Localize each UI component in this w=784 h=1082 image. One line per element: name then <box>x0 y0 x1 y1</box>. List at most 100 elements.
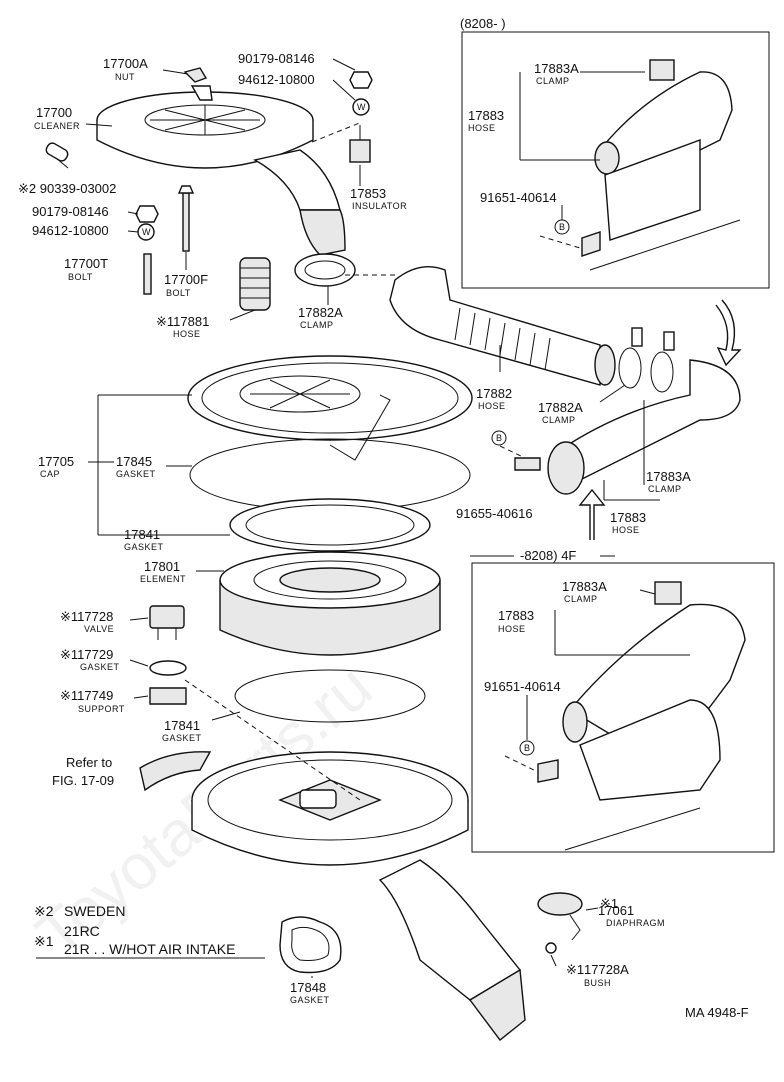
svg-text:※117729: ※117729 <box>60 647 113 662</box>
svg-text:※117749: ※117749 <box>60 688 113 703</box>
nut-90179-left <box>135 205 159 223</box>
gasket-17848 <box>279 916 342 974</box>
svg-text:17853: 17853 <box>350 186 386 201</box>
gasket-17729 <box>149 660 187 676</box>
part-label-91651-inset-top: 91651-40614 <box>480 190 557 205</box>
leader-lines <box>36 58 690 978</box>
inset-bottom-hose <box>537 581 746 851</box>
part-label-91655: 91655-40616 <box>456 506 533 521</box>
svg-text:BOLT: BOLT <box>68 272 93 282</box>
svg-text:17705: 17705 <box>38 454 74 469</box>
svg-text:BUSH: BUSH <box>584 978 611 988</box>
insulator-17853 <box>349 125 371 163</box>
svg-text:17728A: 17728A <box>584 962 629 977</box>
svg-text:※1: ※1 <box>600 896 618 911</box>
svg-text:VALVE: VALVE <box>84 624 114 634</box>
svg-text:NUT: NUT <box>115 72 135 82</box>
washer-94612-top: W <box>352 98 370 116</box>
bolt-17700F <box>177 185 195 252</box>
svg-text:91655-40616: 91655-40616 <box>456 506 533 521</box>
svg-text:GASKET: GASKET <box>80 662 120 672</box>
hose-17881 <box>239 257 271 311</box>
legend-mark-2: ※2 <box>34 903 54 919</box>
refer-arrow <box>139 751 212 792</box>
svg-text:91651-40614: 91651-40614 <box>484 679 561 694</box>
svg-text:BOLT: BOLT <box>166 288 191 298</box>
svg-text:GASKET: GASKET <box>124 542 164 552</box>
inset-bottom-frame <box>471 562 775 853</box>
svg-text:CLAMP: CLAMP <box>542 415 576 425</box>
svg-text:SUPPORT: SUPPORT <box>78 704 125 714</box>
svg-text:17883: 17883 <box>498 608 534 623</box>
hose-17883-middle <box>514 359 741 495</box>
diaphragm-17061 <box>537 892 583 941</box>
svg-text:17883A: 17883A <box>646 469 691 484</box>
part-label-94612-left: 94612-10800 <box>32 223 109 238</box>
inset-top-label: (8208- ) <box>460 16 506 31</box>
svg-text:17061: 17061 <box>598 903 634 918</box>
svg-text:17882A: 17882A <box>298 305 343 320</box>
svg-text:17841: 17841 <box>124 527 160 542</box>
svg-text:※2 90339-03002: ※2 90339-03002 <box>18 181 116 196</box>
svg-text:17841: 17841 <box>164 718 200 733</box>
svg-text:HOSE: HOSE <box>173 329 201 339</box>
svg-text:CLAMP: CLAMP <box>300 320 334 330</box>
cleaner-body-lower <box>191 751 526 1041</box>
inset-top-hose <box>581 59 741 271</box>
refer-text-line1: Refer to <box>66 755 112 770</box>
svg-text:※1: ※1 <box>566 962 584 977</box>
inset-bottom-label: -8208) 4F <box>520 548 576 563</box>
svg-text:17883: 17883 <box>610 510 646 525</box>
svg-text:CLAMP: CLAMP <box>648 484 682 494</box>
svg-text:GASKET: GASKET <box>162 733 202 743</box>
svg-text:90179-08146: 90179-08146 <box>238 51 315 66</box>
part-label-94612-top: 94612-10800 <box>238 72 315 87</box>
element-17801 <box>219 551 441 656</box>
svg-text:HOSE: HOSE <box>612 525 640 535</box>
dashed-lines <box>184 121 581 801</box>
svg-text:DIAPHRAGM: DIAPHRAGM <box>606 918 665 928</box>
cap-90339 <box>45 142 69 162</box>
part-label-90179-left: 90179-08146 <box>32 204 109 219</box>
nut-90179-top <box>349 71 373 89</box>
svg-text:HOSE: HOSE <box>468 123 496 133</box>
part-label-90339: ※2 90339-03002 <box>18 181 116 196</box>
svg-text:GASKET: GASKET <box>116 469 156 479</box>
svg-text:17883A: 17883A <box>534 61 579 76</box>
washer-94612-left: W <box>137 223 155 241</box>
svg-text:17848: 17848 <box>290 980 326 995</box>
w-callout-left: W <box>142 227 151 237</box>
svg-text:17882: 17882 <box>476 386 512 401</box>
svg-text:17700T: 17700T <box>64 256 108 271</box>
nut-17700A <box>183 67 208 83</box>
part-label-90179-top: 90179-08146 <box>238 51 315 66</box>
svg-text:17801: 17801 <box>144 559 180 574</box>
svg-text:CLAMP: CLAMP <box>536 76 570 86</box>
figure-code: MA 4948-F <box>685 1005 749 1020</box>
svg-text:ELEMENT: ELEMENT <box>140 574 186 584</box>
cap-17705 <box>187 355 473 461</box>
support-17749 <box>149 687 187 705</box>
arrow-down <box>715 299 742 367</box>
w-callout-top: W <box>357 102 366 112</box>
svg-text:90179-08146: 90179-08146 <box>32 204 109 219</box>
